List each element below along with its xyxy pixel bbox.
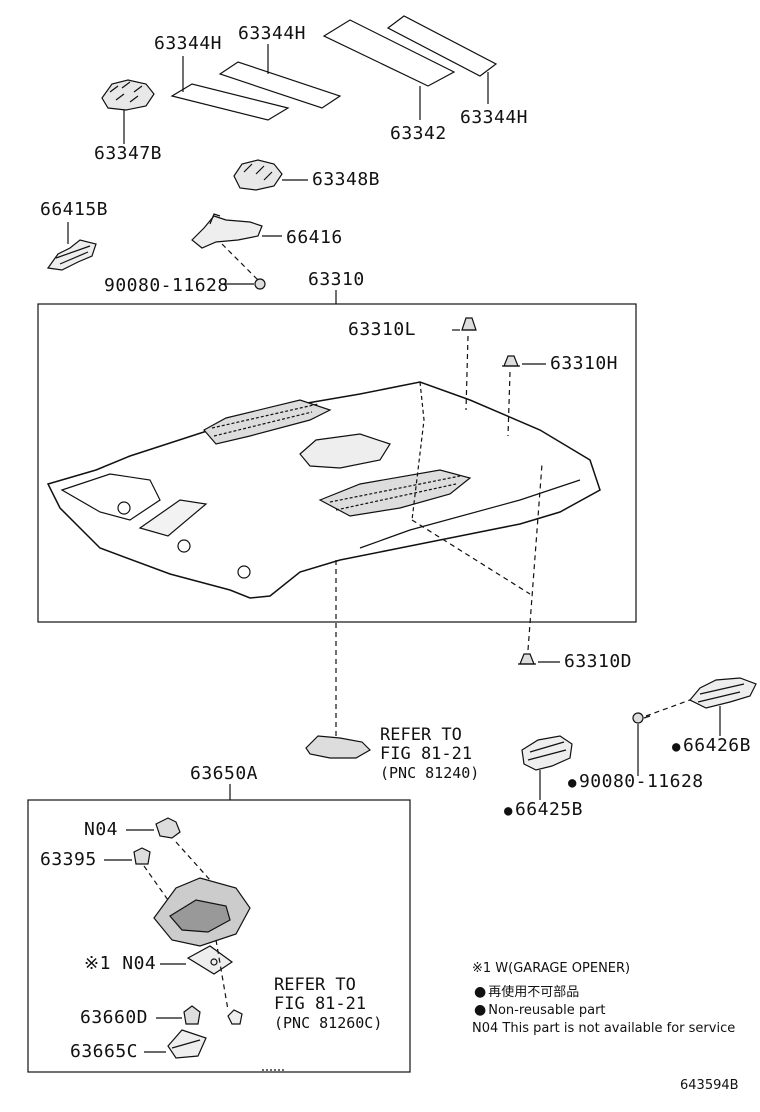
bracket-66416 xyxy=(191,213,263,249)
lens-63665C xyxy=(167,1029,207,1059)
clip-63347B xyxy=(101,79,155,111)
label-63650A: 63650A xyxy=(190,763,259,784)
ref-81260C-part xyxy=(227,1009,243,1025)
label-63344H-b: 63344H xyxy=(238,23,307,44)
pad-63344H-left xyxy=(170,83,290,121)
bulb-63395 xyxy=(133,847,151,865)
figure-id: 643594B xyxy=(680,1078,739,1093)
label-90080-11628-a: 90080-11628 xyxy=(104,275,229,296)
legend-non-reusable-en: Non-reusable part xyxy=(474,1002,605,1019)
label-N04-a: N04 xyxy=(84,819,119,840)
ref2-line2: FIG 81-21 xyxy=(274,994,367,1014)
legend-garage-opener: ※1 W(GARAGE OPENER) xyxy=(472,961,631,976)
part-N04-b xyxy=(186,945,234,975)
group-box-63650A xyxy=(27,799,411,1073)
holder-66426B xyxy=(689,677,757,709)
label-90080-11628-b: 90080-11628 xyxy=(568,772,704,793)
headliner-63310 xyxy=(46,381,601,599)
legend-n04-note: N04 This part is not available for servi… xyxy=(472,1021,736,1036)
label-66416: 66416 xyxy=(286,227,343,248)
label-63347B: 63347B xyxy=(94,143,163,164)
clip-63310L xyxy=(461,317,477,331)
label-63310H: 63310H xyxy=(550,353,619,374)
label-63310L: 63310L xyxy=(348,319,417,340)
label-63344H-a: 63344H xyxy=(154,33,223,54)
part-63660D xyxy=(183,1005,201,1025)
label-63660D: 63660D xyxy=(80,1007,149,1028)
ref2-line3: (PNC 81260C) xyxy=(274,1014,383,1032)
map-lamp-63650A xyxy=(153,877,251,947)
legend-non-reusable-jp: 再使用不可部品 xyxy=(474,984,579,1001)
ref1-line3: (PNC 81240) xyxy=(380,764,480,782)
part-N04-a xyxy=(155,817,181,839)
label-66425B: 66425B xyxy=(504,800,583,821)
bracket-66415B xyxy=(46,239,97,271)
holder-66425B xyxy=(521,735,573,771)
clip-63310H xyxy=(502,355,520,367)
ref1-line1: REFER TO xyxy=(380,725,462,745)
label-N04-b: ※1 N04 xyxy=(84,953,157,974)
pad-63344H-right xyxy=(386,15,498,77)
label-66415B: 66415B xyxy=(40,199,109,220)
label-63395: 63395 xyxy=(40,849,97,870)
clip-63310D xyxy=(518,653,536,665)
ref2-line1: REFER TO xyxy=(274,975,356,995)
console-ref-81240 xyxy=(305,735,371,759)
label-63348B: 63348B xyxy=(312,169,381,190)
group-box-63310 xyxy=(37,303,637,623)
label-63342: 63342 xyxy=(390,123,447,144)
pad-63342 xyxy=(322,19,456,87)
label-63344H-c: 63344H xyxy=(460,107,529,128)
label-63310: 63310 xyxy=(308,269,365,290)
clip-63348B xyxy=(233,159,283,191)
ref1-line2: FIG 81-21 xyxy=(380,744,473,764)
bolt-90080-11628-a xyxy=(253,275,266,290)
label-66426B: 66426B xyxy=(672,736,751,757)
label-63665C: 63665C xyxy=(70,1041,139,1062)
pad-63344H-mid xyxy=(218,61,342,109)
label-63310D: 63310D xyxy=(564,651,633,672)
bolt-90080-11628-b xyxy=(632,712,651,724)
